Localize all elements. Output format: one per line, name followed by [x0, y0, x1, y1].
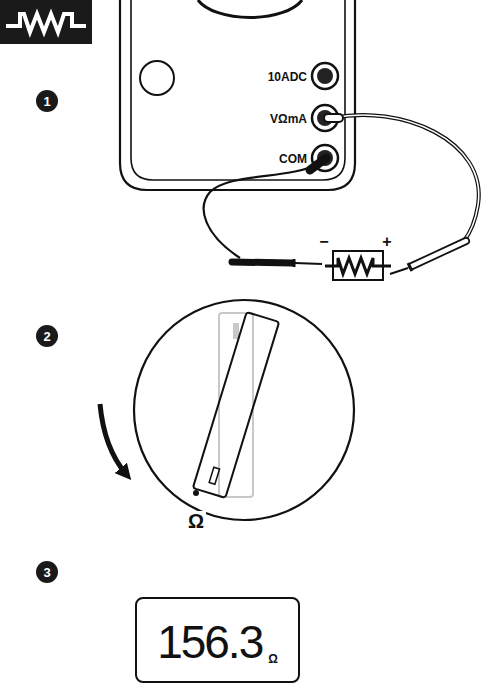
resistor-under-test — [325, 251, 391, 280]
jack-label: 10ADC — [268, 71, 307, 83]
header-badge — [0, 0, 92, 44]
probe-tip — [295, 263, 322, 264]
badge-ground — [0, 0, 92, 44]
jack-label: COM — [279, 153, 307, 165]
callout-circle — [36, 561, 58, 583]
jack-vomа — [312, 105, 338, 131]
callout-number: 2 — [43, 330, 50, 343]
display-unit: Ω — [268, 653, 278, 665]
probe-guard — [408, 263, 412, 271]
callout-number: 3 — [43, 566, 50, 579]
position-dot — [193, 490, 199, 496]
white-plug-outline — [328, 113, 339, 123]
jack-label: VΩmA — [270, 113, 307, 125]
black-probe-handle — [232, 262, 292, 263]
meter-body — [120, 0, 355, 190]
dial-pointer — [209, 467, 219, 484]
white-probe-handle — [412, 241, 466, 266]
black-test-lead — [204, 158, 326, 267]
rotary-dial — [100, 300, 354, 520]
polarity-mark: + — [382, 234, 391, 250]
callout-circle — [36, 90, 58, 112]
probe-tip — [390, 268, 408, 274]
dial-knob — [193, 312, 279, 498]
display-reading: 156.3 — [157, 619, 262, 665]
callout-circle — [36, 325, 58, 347]
meter-panel — [131, 0, 345, 180]
callout-number: 1 — [43, 95, 50, 108]
white-cable-outline — [333, 115, 479, 242]
meter-housing — [120, 0, 355, 190]
jack-socket — [317, 68, 333, 84]
black-cable — [204, 163, 320, 258]
jack-10adc — [312, 63, 338, 89]
lcd-display: 156.3Ω — [135, 597, 300, 683]
meter-button — [140, 61, 174, 95]
dial-ring — [134, 300, 354, 520]
white-probe-outline — [412, 241, 466, 266]
turn-arrow — [100, 404, 126, 474]
display-bezel — [198, 0, 302, 18]
white-plug — [328, 115, 339, 121]
resistor-zigzag — [325, 258, 391, 274]
resistor-symbol — [6, 14, 86, 32]
black-plug — [310, 158, 326, 170]
dial-position-label: Ω — [186, 511, 206, 531]
dial-knob-previous — [219, 313, 253, 497]
white-cable — [333, 115, 479, 242]
polarity-mark: − — [319, 234, 328, 250]
